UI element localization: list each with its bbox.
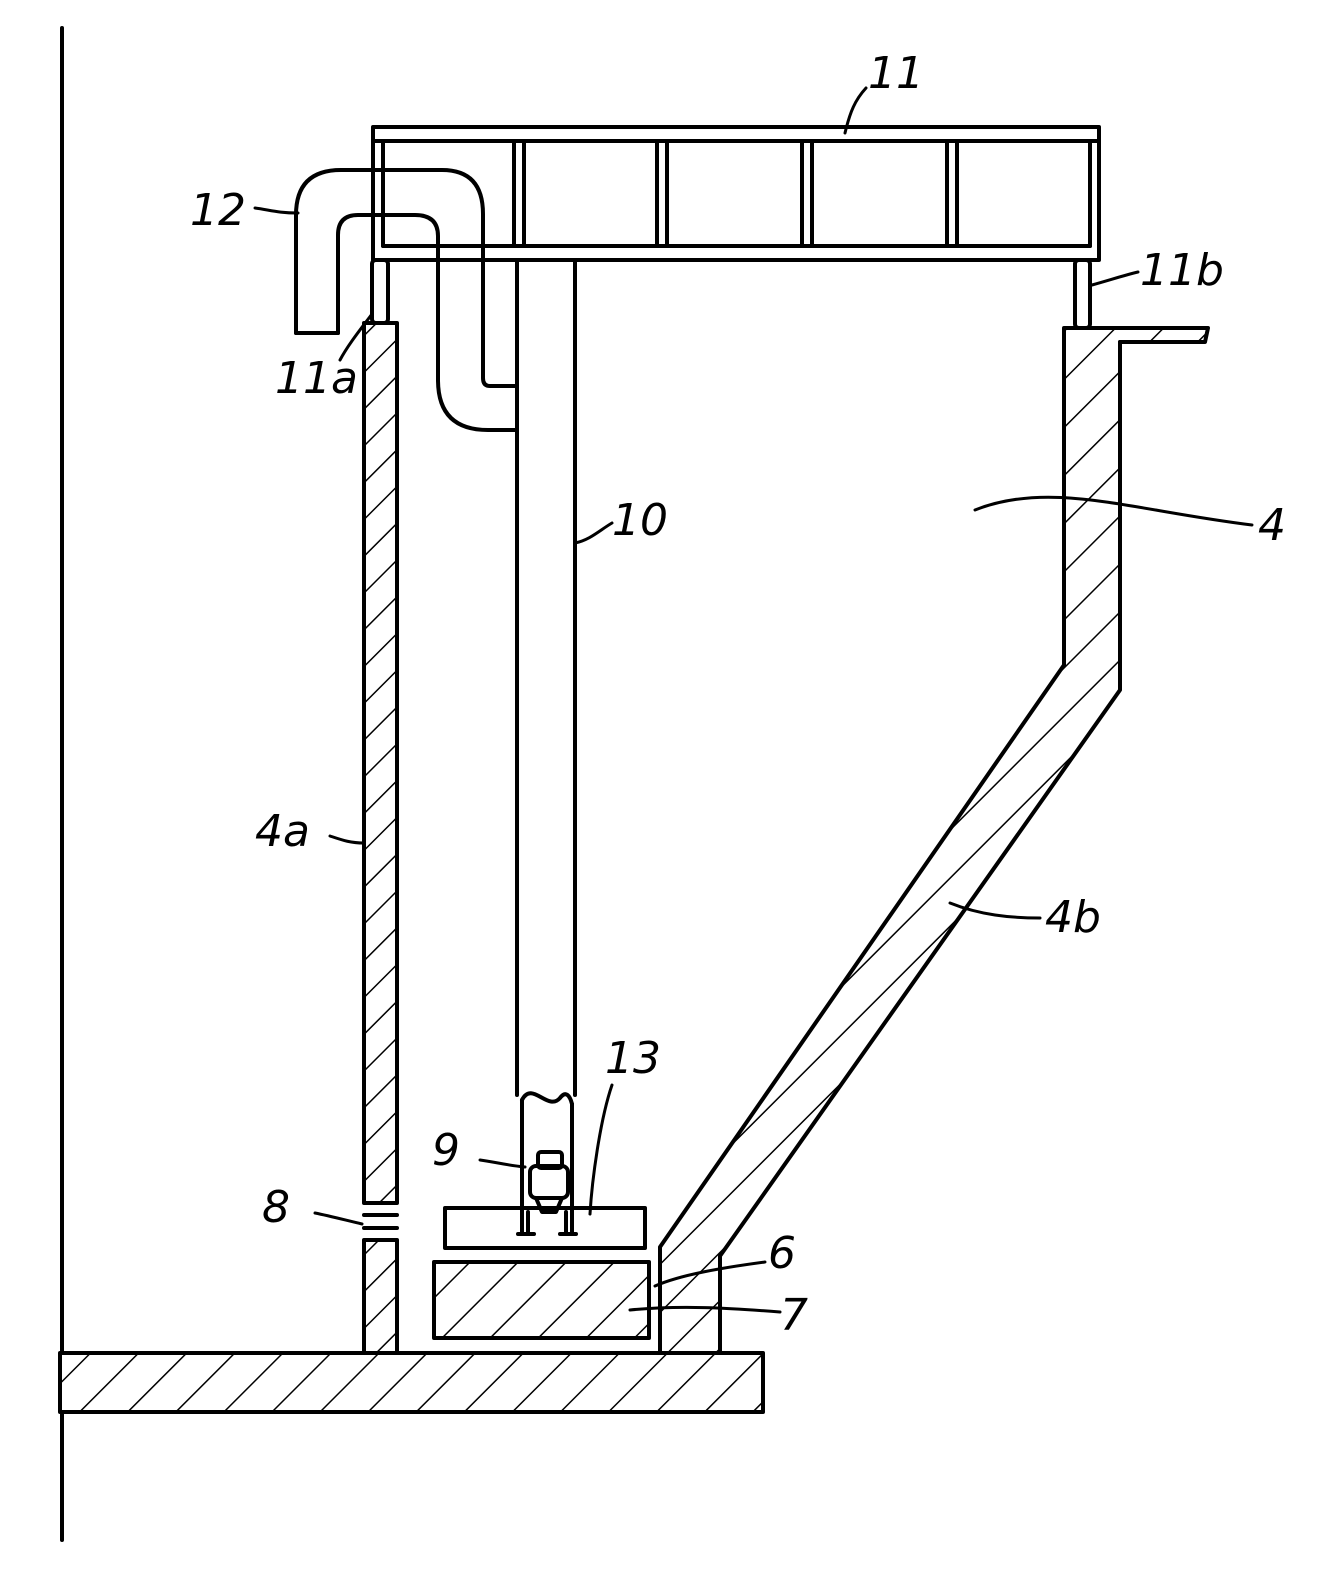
left-wall-lower xyxy=(362,1238,399,1355)
pump-9 xyxy=(516,1150,578,1236)
label-7: 7 xyxy=(780,1290,808,1341)
foundation-block xyxy=(432,1260,651,1340)
ground-slab xyxy=(58,1351,765,1414)
pipe-12-inner xyxy=(336,213,519,432)
label-12: 12 xyxy=(190,185,246,236)
left-wall-upper xyxy=(362,321,399,1205)
support-11a xyxy=(370,258,390,325)
top-frame-11 xyxy=(371,125,1101,262)
label-13: 13 xyxy=(605,1033,661,1084)
label-10: 10 xyxy=(612,495,668,546)
label-11b: 11b xyxy=(1140,245,1224,296)
pump-base-plate xyxy=(443,1206,647,1250)
label-11a: 11a xyxy=(275,353,358,404)
label-4b: 4b xyxy=(1045,892,1101,943)
label-8: 8 xyxy=(262,1182,290,1233)
label-4a: 4a xyxy=(255,806,310,857)
label-11: 11 xyxy=(868,48,924,99)
label-6: 6 xyxy=(768,1228,796,1279)
label-9: 9 xyxy=(432,1125,460,1176)
support-11b xyxy=(1073,258,1092,330)
pipe-12-outer xyxy=(294,168,519,388)
right-wall xyxy=(658,326,1210,1355)
label-4: 4 xyxy=(1258,500,1286,551)
leader-lines xyxy=(253,86,1254,1314)
pipe-break xyxy=(520,1091,574,1106)
